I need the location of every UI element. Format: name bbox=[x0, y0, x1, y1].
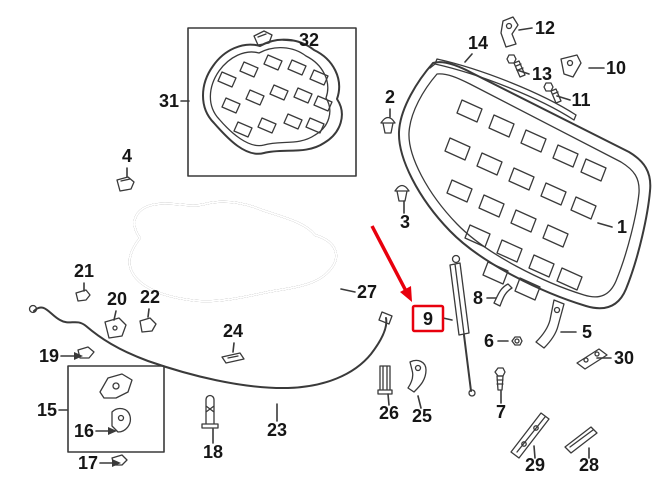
callout-23: 23 bbox=[267, 420, 287, 440]
bolt-7 bbox=[494, 367, 506, 391]
callout-19: 19 bbox=[39, 346, 59, 366]
rail-29 bbox=[510, 412, 550, 459]
callout-3: 3 bbox=[400, 212, 410, 232]
leader-arrowheads bbox=[74, 352, 121, 467]
insulation-pad bbox=[202, 38, 343, 155]
callout-31: 31 bbox=[159, 91, 179, 111]
inset-box bbox=[187, 27, 357, 177]
bracket-25 bbox=[407, 359, 427, 393]
bracket-26 bbox=[377, 365, 393, 395]
callout-20: 20 bbox=[107, 289, 127, 309]
callout-10: 10 bbox=[606, 58, 626, 78]
bracket-30 bbox=[576, 348, 608, 370]
release-cable bbox=[28, 304, 393, 390]
highlight-box bbox=[411, 304, 445, 333]
bracket-5 bbox=[535, 299, 565, 349]
callout-22: 22 bbox=[140, 287, 160, 307]
callout-28: 28 bbox=[579, 455, 599, 475]
clip-20-hole bbox=[112, 325, 118, 331]
callout-9: 9 bbox=[423, 309, 433, 329]
bolt-11 bbox=[543, 82, 562, 104]
callout-26: 26 bbox=[379, 403, 399, 423]
bolt-6 bbox=[511, 336, 523, 346]
highlight bbox=[370, 225, 445, 333]
clip-21 bbox=[75, 289, 91, 302]
callout-21: 21 bbox=[74, 261, 94, 281]
callout-13: 13 bbox=[532, 64, 552, 84]
callout-25: 25 bbox=[412, 406, 432, 426]
highlight-arrow-head bbox=[400, 286, 412, 302]
callout-7: 7 bbox=[496, 402, 506, 422]
grommet-2 bbox=[380, 116, 396, 134]
weatherstrip bbox=[429, 58, 577, 121]
hinge-12 bbox=[500, 16, 519, 48]
clip-22 bbox=[139, 317, 157, 333]
callout-24: 24 bbox=[223, 321, 243, 341]
callout-30: 30 bbox=[614, 348, 634, 368]
callout-2: 2 bbox=[385, 87, 395, 107]
callout-1: 1 bbox=[617, 217, 627, 237]
grommet-3 bbox=[394, 184, 410, 202]
callout-4: 4 bbox=[122, 146, 132, 166]
callout-32: 32 bbox=[299, 30, 319, 50]
hinge-10 bbox=[560, 54, 582, 78]
callout-17: 17 bbox=[78, 453, 98, 473]
callout-16: 16 bbox=[74, 421, 94, 441]
callout-15: 15 bbox=[37, 400, 57, 420]
highlight-arrow-line bbox=[370, 225, 408, 292]
callout-5: 5 bbox=[582, 322, 592, 342]
leader-lines bbox=[58, 27, 613, 464]
callout-27: 27 bbox=[357, 282, 377, 302]
hood-seal bbox=[128, 200, 338, 303]
callout-18: 18 bbox=[203, 442, 223, 462]
clip-4 bbox=[116, 176, 135, 192]
hood-panel bbox=[397, 61, 652, 310]
gas-strut bbox=[449, 254, 476, 397]
clip-32 bbox=[253, 30, 273, 46]
clip-24 bbox=[221, 352, 245, 364]
clip-20 bbox=[104, 317, 127, 339]
callout-6: 6 bbox=[484, 331, 494, 351]
callout-8: 8 bbox=[473, 288, 483, 308]
rail-28 bbox=[564, 426, 598, 454]
bolt-13 bbox=[506, 54, 526, 78]
bracket-8 bbox=[493, 283, 513, 307]
callout-29: 29 bbox=[525, 455, 545, 475]
latch-18 bbox=[201, 394, 219, 429]
hinge-kit-box bbox=[67, 365, 165, 466]
callout-14: 14 bbox=[468, 33, 488, 53]
callout-11: 11 bbox=[571, 90, 590, 110]
callout-12: 12 bbox=[535, 18, 555, 38]
callout-labels: 1 2 3 4 5 6 7 8 9 10 11 12 13 14 15 16 1… bbox=[37, 18, 634, 475]
